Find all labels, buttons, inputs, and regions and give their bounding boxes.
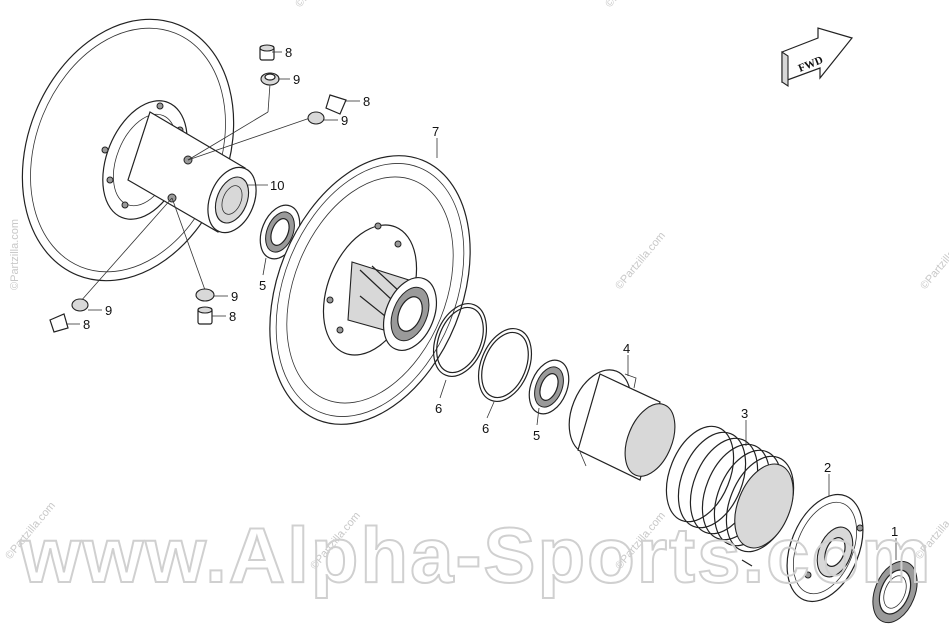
label-part-9c: 9 [105,303,112,318]
lock-nut-part-1 [872,560,918,624]
seal-collar-part-4 [568,369,676,481]
part-number-labels: 1 2 3 4 5 6 6 7 5 10 8 9 8 9 9 8 9 8 [83,45,898,539]
label-part-8c: 8 [83,317,90,332]
o-ring-part-6a [432,303,488,377]
watermark-main: www.Alpha-Sports.com [19,511,933,599]
watermark-small: ©Partzilla.com [613,230,668,292]
label-part-8d: 8 [229,309,236,324]
label-part-4: 4 [623,341,630,356]
watermark-small: ©Partzilla.com [603,0,658,10]
leader-lines [79,83,319,303]
callout-lines [66,51,897,560]
label-part-9d: 9 [231,289,238,304]
label-part-9a: 9 [293,72,300,87]
label-part-5b: 5 [533,428,540,443]
compression-spring-part-3 [665,425,795,567]
watermark-small: ©Partzilla.com [918,230,949,292]
label-part-8a: 8 [285,45,292,60]
drive-face-plate [21,18,257,282]
sliding-face-part-7 [269,155,471,425]
label-part-10: 10 [270,178,284,193]
label-part-9b: 9 [341,113,348,128]
spring-seat-part-2 [786,493,864,603]
label-part-1: 1 [891,524,898,539]
label-part-5a: 5 [259,278,266,293]
label-part-8b: 8 [363,94,370,109]
label-part-3: 3 [741,406,748,421]
fwd-arrow-icon: FWD [781,27,854,88]
watermark-small: ©Partzilla.com [293,0,348,10]
oil-seal-part-5b [528,359,570,415]
label-part-2: 2 [824,460,831,475]
label-part-6b: 6 [482,421,489,436]
label-part-7: 7 [432,124,439,139]
label-part-6a: 6 [435,401,442,416]
screw-collar-set [49,44,347,333]
watermark-small: ©Partzilla.com [9,219,21,290]
o-ring-part-6b [477,328,533,402]
